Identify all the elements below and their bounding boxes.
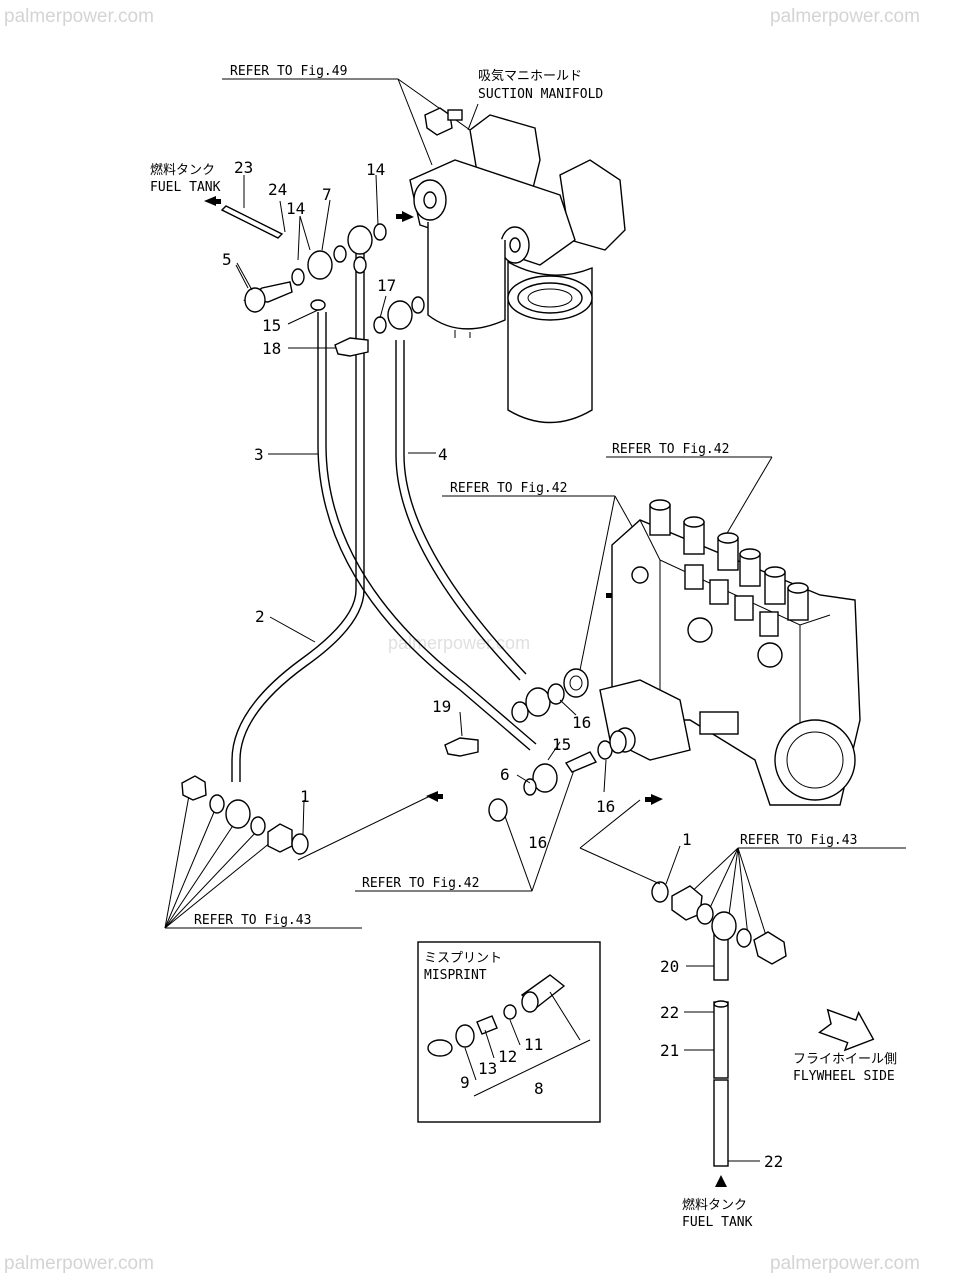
suction-manifold-jp: 吸気マニホールド xyxy=(478,68,582,84)
fuel-tank-top-jp: 燃料タンク xyxy=(150,162,215,178)
part-number-8: 8 xyxy=(534,1079,544,1098)
fuel-filter-assembly xyxy=(409,107,626,424)
fuel-tank-up-arrow-icon xyxy=(715,1175,727,1187)
fittings xyxy=(181,223,787,965)
misprint-box: ミスプリント MISPRINT xyxy=(417,941,601,1123)
part-number-16-right: 16 xyxy=(596,797,615,816)
part-number-11: 11 xyxy=(524,1035,543,1054)
part-number-14-right: 14 xyxy=(366,160,385,179)
part-number-17: 17 xyxy=(377,276,396,295)
refer-fig43-left-group: REFER TO Fig.43 xyxy=(164,789,362,929)
refer-fig42-top-label: REFER TO Fig.42 xyxy=(612,442,729,457)
refer-fig42-top-group: REFER TO Fig.42 xyxy=(606,442,773,536)
part-number-22-top: 22 xyxy=(660,1003,679,1022)
misprint-en: MISPRINT xyxy=(424,968,487,983)
part-number-19: 19 xyxy=(432,697,451,716)
fuel-tank-top-en: FUEL TANK xyxy=(150,180,221,195)
part-number-6: 6 xyxy=(500,765,510,784)
part-number-20: 20 xyxy=(660,957,679,976)
return-arrow-icon xyxy=(426,791,438,802)
refer-fig49-label: REFER TO Fig.49 xyxy=(230,64,347,79)
refer-fig42-bottom-label: REFER TO Fig.42 xyxy=(362,876,479,891)
part-number-24: 24 xyxy=(268,180,287,199)
watermark-bottom-right: palmerpower.com xyxy=(770,1253,920,1274)
fuel-tank-bottom-en: FUEL TANK xyxy=(682,1215,753,1230)
part-number-2: 2 xyxy=(255,607,265,626)
part-number-1-right: 1 xyxy=(682,830,692,849)
flow-arrows xyxy=(204,196,727,1187)
leader-lines xyxy=(235,174,760,1162)
pump-outlet-arrow-icon xyxy=(651,794,663,805)
delivery-valves xyxy=(649,499,809,637)
watermark-top-left: palmerpower.com xyxy=(4,6,154,27)
manifold-arrow-icon xyxy=(402,211,414,222)
part-number-14-left: 14 xyxy=(286,199,305,218)
part-number-16-mid: 16 xyxy=(572,713,591,732)
refer-fig43-left-label: REFER TO Fig.43 xyxy=(194,913,311,928)
watermark-top-right: palmerpower.com xyxy=(770,6,920,27)
flywheel-side-en: FLYWHEEL SIDE xyxy=(793,1069,895,1084)
watermark-bottom-left: palmerpower.com xyxy=(4,1253,154,1274)
part-number-18: 18 xyxy=(262,339,281,358)
part-number-5: 5 xyxy=(222,250,232,269)
refer-fig49-group: REFER TO Fig.49 xyxy=(222,64,471,166)
part-number-21: 21 xyxy=(660,1041,679,1060)
part-number-16-bottom: 16 xyxy=(528,833,547,852)
part-number-22-bottom: 22 xyxy=(764,1152,783,1171)
part-number-1-left: 1 xyxy=(300,787,310,806)
part-number-15-top: 15 xyxy=(262,316,281,335)
part-numbers: 23 24 5 14 7 14 15 18 17 3 4 2 19 16 15 … xyxy=(222,158,783,1171)
flywheel-side-jp: フライホイール側 xyxy=(793,1052,897,1067)
refer-fig42-mid-label: REFER TO Fig.42 xyxy=(450,481,567,496)
misprint-jp: ミスプリント xyxy=(424,951,502,966)
part-number-23: 23 xyxy=(234,158,253,177)
fuel-tank-bottom-jp: 燃料タンク xyxy=(682,1197,747,1213)
part-number-4: 4 xyxy=(438,445,448,464)
fuel-tank-arrow-icon xyxy=(204,196,216,206)
part-number-13: 13 xyxy=(478,1059,497,1078)
part-number-7: 7 xyxy=(322,185,332,204)
injection-pump xyxy=(563,499,861,806)
part-number-9: 9 xyxy=(460,1073,470,1092)
flywheel-direction-arrow-icon xyxy=(817,1008,875,1052)
fuel-pipes xyxy=(220,205,729,1167)
suction-manifold-en: SUCTION MANIFOLD xyxy=(478,87,603,102)
part-number-15-mid: 15 xyxy=(552,735,571,754)
part-number-3: 3 xyxy=(254,445,264,464)
refer-fig42-bottom-group: REFER TO Fig.42 xyxy=(355,769,575,892)
refer-fig43-right-label: REFER TO Fig.43 xyxy=(740,833,857,848)
part-number-12: 12 xyxy=(498,1047,517,1066)
